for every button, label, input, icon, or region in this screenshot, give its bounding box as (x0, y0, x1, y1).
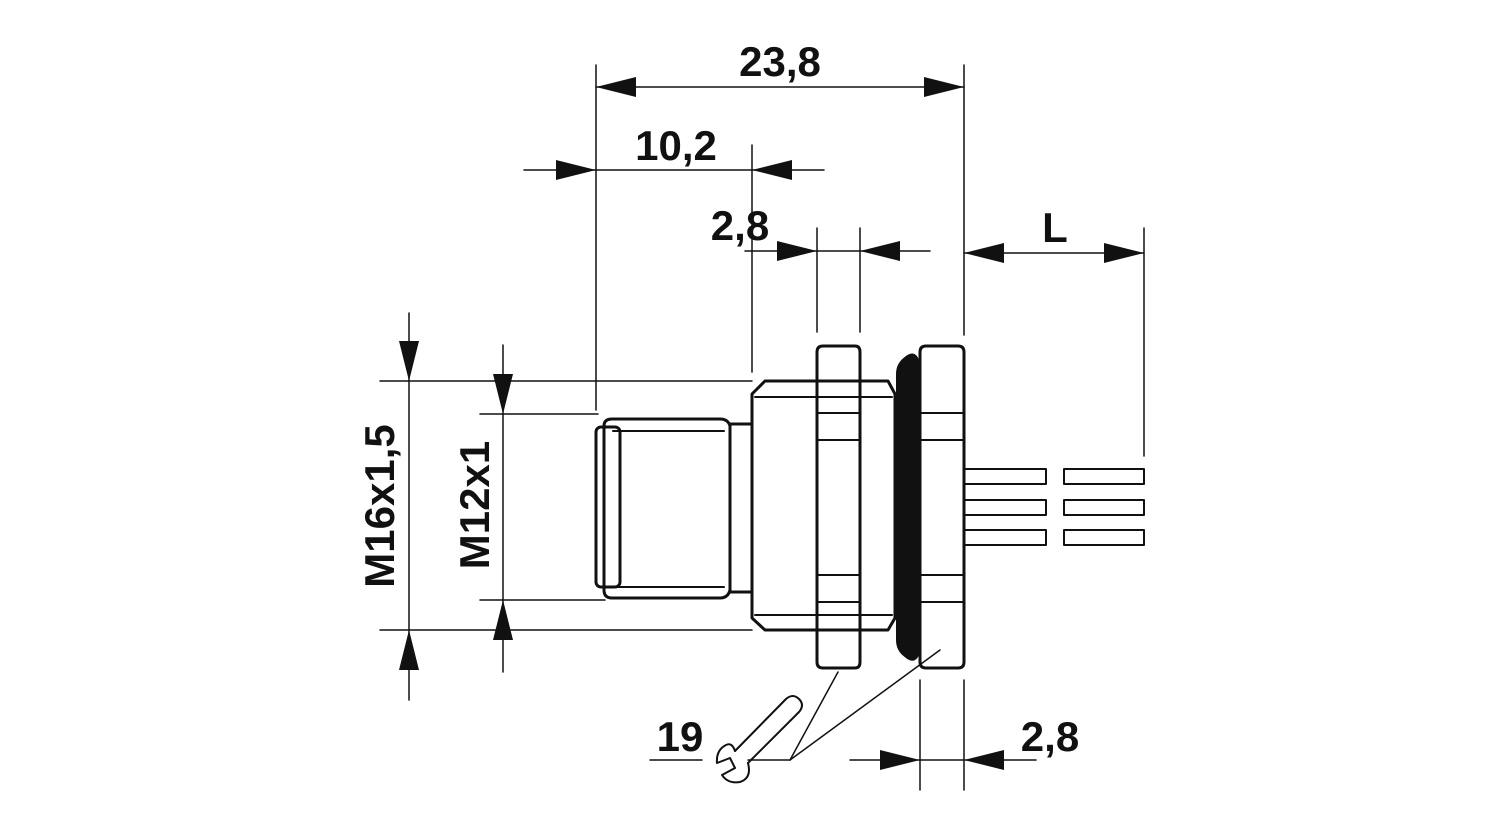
label-lead-length: L (1042, 204, 1068, 251)
dimension-lead-length: L (963, 204, 1145, 263)
wrench-size-callout: 19 (649, 649, 941, 784)
extension-lines (379, 64, 1145, 791)
wrench-icon (715, 695, 803, 784)
label-wrench-size: 19 (657, 713, 704, 760)
lead-wires (963, 468, 1145, 546)
label-overall-length: 23,8 (739, 38, 821, 85)
label-rear-nut-width: 2,8 (711, 202, 769, 249)
label-inner-thread: M12x1 (451, 441, 498, 569)
connector-body (594, 344, 966, 670)
dimension-front-length: 10,2 (523, 122, 825, 180)
dimension-outer-thread: M16x1,5 (356, 312, 419, 701)
label-outer-thread: M16x1,5 (356, 424, 403, 587)
dimension-inner-thread: M12x1 (451, 344, 513, 673)
label-front-nut-width: 2,8 (1021, 713, 1079, 760)
label-front-length: 10,2 (635, 122, 717, 169)
dimension-front-nut-width: 2,8 (849, 713, 1079, 770)
dimension-overall-length: 23,8 (595, 38, 965, 97)
dimension-rear-nut-width: 2,8 (711, 202, 931, 261)
